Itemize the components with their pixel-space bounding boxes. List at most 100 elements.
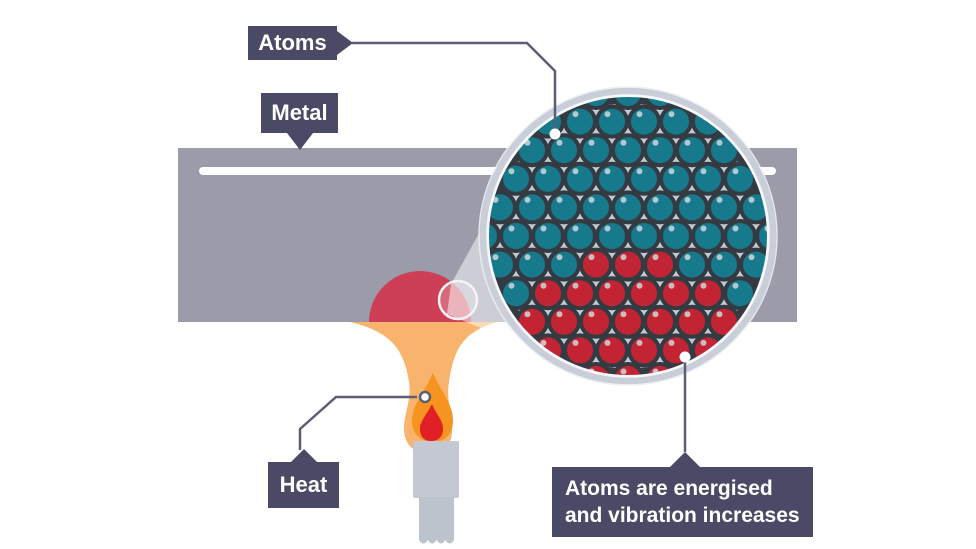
atom-highlight [557,83,563,89]
atom [611,190,645,225]
atom-highlight [748,196,755,203]
atom-highlight [684,139,691,146]
heat-label-text: Heat [279,472,328,497]
leader-lines [298,41,687,452]
atom-highlight [732,111,739,118]
atom-energised [531,276,565,311]
atom-highlight [636,339,643,346]
atom-highlight [508,225,515,232]
atom [691,219,725,253]
atom-highlight [732,282,739,289]
magnifier-ring-outer-edge [478,86,778,386]
atom-highlight [700,168,707,175]
atom [547,133,581,168]
atom-energised [611,304,645,339]
atom-highlight [604,225,611,232]
atom-highlight [700,339,707,346]
magnifier-circle [478,83,778,386]
atom-energised [547,304,581,339]
magnifier-ring [479,87,777,385]
atom-highlight [589,83,595,89]
atom-highlight [732,168,739,175]
atom-highlight [620,254,627,261]
atom-energised [643,247,677,282]
atom-highlight [540,339,547,346]
heat-glow [369,271,471,322]
heat-label: Heat [268,449,339,508]
atom-highlight [540,168,547,175]
energised-label-line1: Atoms are energised [565,477,773,500]
atom [499,219,533,253]
atom-highlight [572,168,579,175]
atom-highlight [572,111,579,118]
atom [675,133,709,168]
atom-highlight [604,111,611,118]
atom-highlight [588,311,595,318]
atom [515,247,549,282]
atom-highlight [620,139,627,146]
atom [723,219,757,253]
atom-energised [675,304,709,339]
atom-highlight [668,339,675,346]
heat-label-pointer [290,449,317,462]
atom-highlight [636,111,643,118]
atom [563,219,597,253]
energised-label: Atoms are energised and vibration increa… [552,452,813,537]
atom-energised [563,276,597,311]
bunsen-burner-top [413,441,459,498]
atom-highlight [604,282,611,289]
atom [531,161,565,196]
atom [707,247,741,282]
atom [595,219,629,253]
atom-highlight [620,311,627,318]
atom-highlight [508,111,515,118]
atom [595,161,629,196]
leader-line-atoms [352,41,557,131]
atom [611,133,645,168]
atom-highlight [588,254,595,261]
atom-highlight [620,196,627,203]
anchor-dot-atoms [549,128,561,140]
atom [627,161,661,196]
atom-energised [627,333,661,368]
atom [515,190,549,225]
atom-highlight [636,168,643,175]
atom-highlight [716,311,723,318]
flame-core [420,404,443,441]
atom-highlight [556,311,563,318]
atom-highlight [668,168,675,175]
atoms-label-pointer [337,31,353,55]
atoms-grid [488,83,768,376]
energised-label-pointer [670,452,700,467]
atom [547,190,581,225]
atom-highlight [604,168,611,175]
atom-highlight [540,282,547,289]
atom-highlight [572,339,579,346]
atom-highlight [652,311,659,318]
atom-energised [627,276,661,311]
atom-highlight [508,282,515,289]
atom-highlight [508,168,515,175]
atom-highlight [732,225,739,232]
atom-highlight [636,225,643,232]
atom-energised [595,333,629,368]
atom [579,190,613,225]
flame-plume [350,322,497,453]
atom [563,104,597,139]
atom [643,190,677,225]
atom-highlight [652,254,659,261]
atom-highlight [748,139,755,146]
atom [627,219,661,253]
atom [675,247,709,282]
atom-highlight [685,83,691,89]
atom-energised [659,276,693,311]
anchor-ring-heat [418,390,432,404]
atom-highlight [620,368,627,375]
leader-line-heat [298,395,417,450]
atoms-label-text: Atoms [258,30,327,55]
atom [659,219,693,253]
metal-label-pointer [286,133,313,150]
atom-highlight [572,282,579,289]
magnifier-ring-inner-edge [486,94,770,378]
atom [611,96,645,110]
